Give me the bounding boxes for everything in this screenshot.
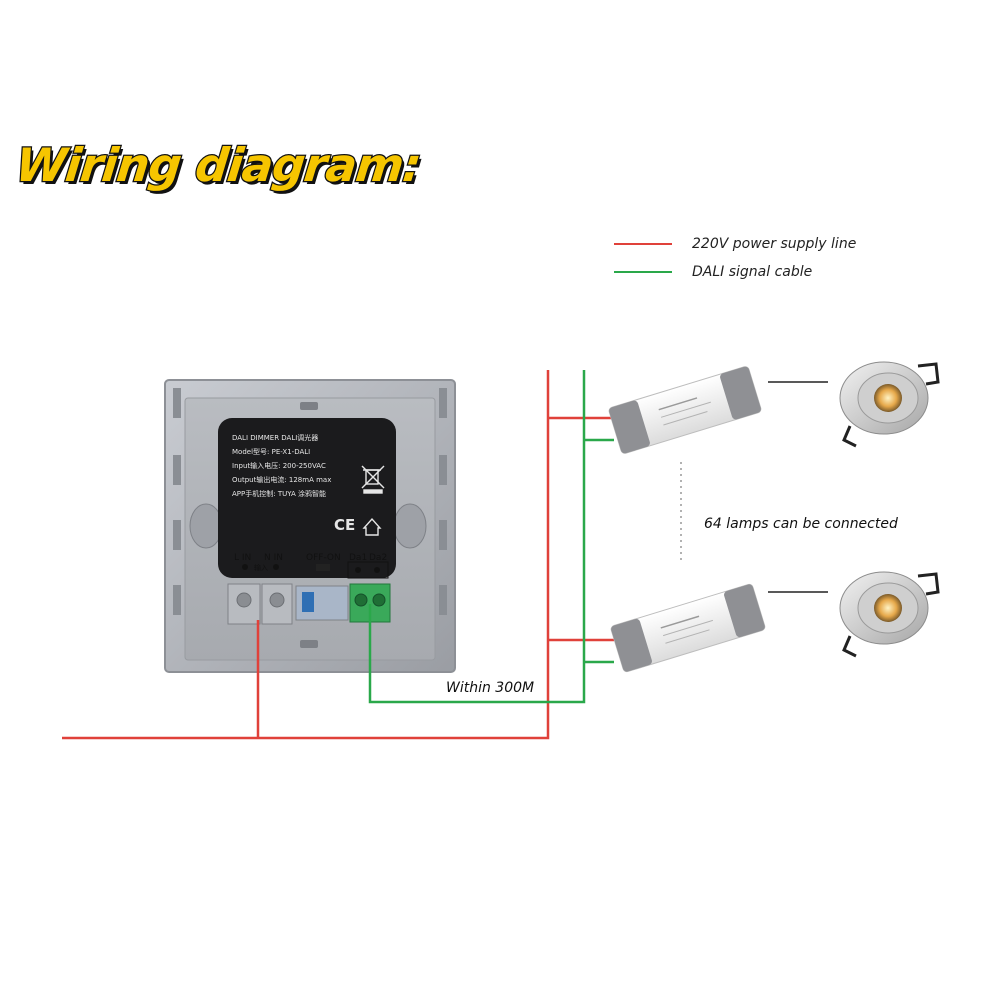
dip-switch — [316, 564, 330, 571]
terminal-dot — [242, 564, 248, 570]
legend-label-signal: DALI signal cable — [692, 264, 813, 280]
power-wires — [62, 370, 614, 740]
terminal-label-n: N IN — [264, 553, 283, 563]
legend-item-power: 220V power supply line — [614, 234, 856, 254]
label-line: APP手机控制: TUYA 涂鸦智能 — [232, 489, 326, 498]
driver-end-cap — [724, 584, 765, 638]
clip-notch — [173, 455, 181, 485]
terminal-label-l: L IN — [234, 553, 251, 563]
spring-clip — [917, 572, 940, 596]
power-line-swatch — [614, 243, 672, 245]
signal-line-swatch — [614, 271, 672, 273]
legend-item-signal: DALI signal cable — [614, 262, 812, 282]
power-trunk — [62, 370, 550, 740]
mounting-boss-right — [393, 503, 427, 549]
weee-bin-icon — [361, 465, 385, 494]
led-driver-bottom — [610, 583, 766, 673]
terminal-dot — [273, 564, 279, 570]
clip-notch — [173, 585, 181, 615]
screw-da2 — [372, 593, 386, 607]
downlight-top — [839, 361, 940, 448]
lamp-led — [874, 384, 902, 412]
label-line: DALI DIMMER DALI调光器 — [232, 433, 318, 442]
terminal-dot — [374, 567, 380, 573]
driver-end-cap — [611, 618, 652, 672]
driver-end-cap — [720, 366, 761, 420]
dali-wires — [368, 370, 614, 704]
panel-tab — [300, 640, 318, 648]
lamp-capacity-note: 64 lamps can be connected — [704, 516, 898, 532]
driver-end-cap — [609, 400, 650, 454]
input-label: 输入 — [254, 563, 268, 572]
clip-notch — [439, 585, 447, 615]
label-line: Input输入电压: 200-250VAC — [232, 461, 326, 470]
clip-notch — [439, 455, 447, 485]
distance-note: Within 300M — [446, 680, 535, 696]
clip-notch — [439, 388, 447, 418]
switch-toggle — [302, 592, 314, 612]
indoor-use-icon — [362, 517, 382, 536]
dimmer-panel: DALI DIMMER DALI调光器 Model型号: PE-X1-DALI … — [164, 379, 456, 673]
panel-tab — [300, 402, 318, 410]
clip-notch — [173, 388, 181, 418]
spring-clip — [917, 362, 940, 386]
screw-l — [236, 592, 252, 608]
clip-notch — [439, 520, 447, 550]
label-line: Model型号: PE-X1-DALI — [232, 447, 310, 456]
legend-label-power: 220V power supply line — [692, 236, 857, 252]
terminal-dot — [355, 567, 361, 573]
led-driver-top — [608, 366, 762, 454]
ce-mark: CE — [334, 516, 355, 534]
screw-da1 — [354, 593, 368, 607]
terminal-label-da1: Da1 — [349, 553, 367, 563]
screw-n — [269, 592, 285, 608]
dali-trunk — [368, 370, 586, 704]
dali-terminal-frame — [347, 561, 389, 579]
lamp-led — [874, 594, 902, 622]
device-label — [218, 418, 396, 578]
mounting-boss-left — [189, 503, 223, 549]
switch-label: OFF-ON — [306, 553, 341, 563]
label-line: Output输出电流: 128mA max — [232, 475, 331, 484]
spring-clip — [842, 635, 857, 658]
terminal-label-da2: Da2 — [369, 553, 387, 563]
spring-clip — [842, 425, 857, 448]
downlight-bottom — [839, 571, 940, 658]
clip-notch — [173, 520, 181, 550]
